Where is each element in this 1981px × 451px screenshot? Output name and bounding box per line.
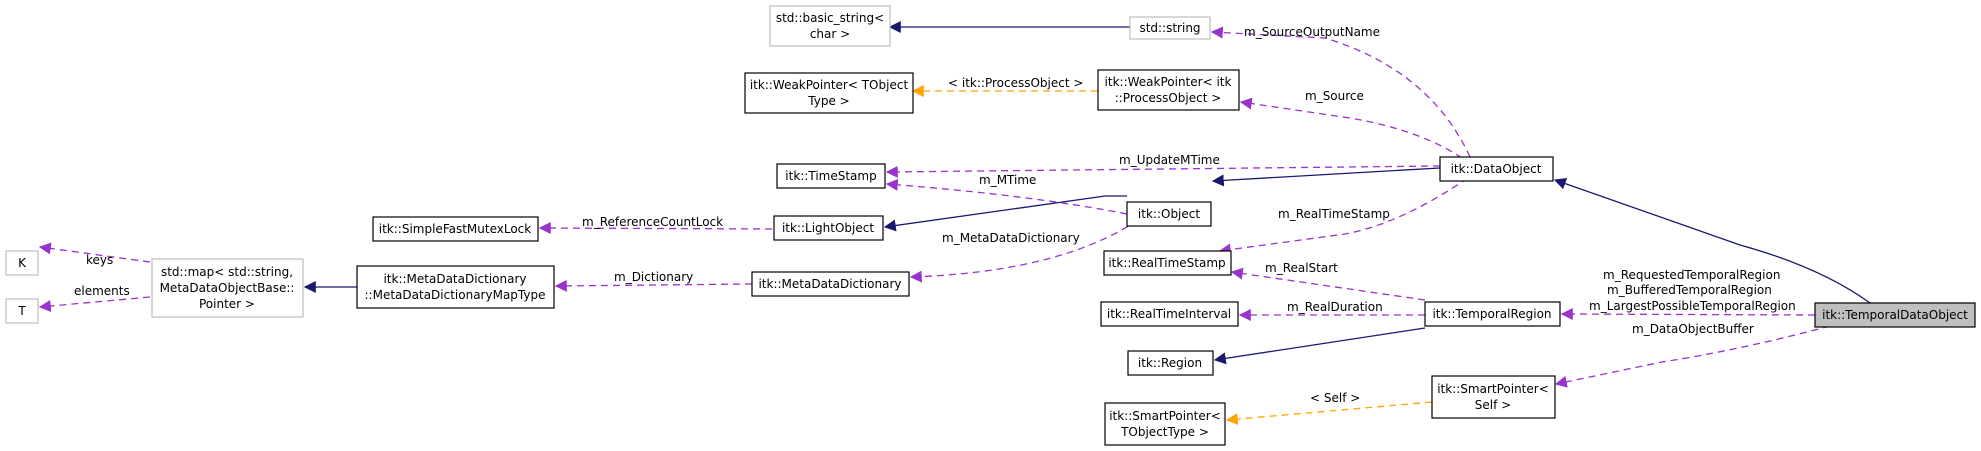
- node-weakpointer-tobjecttype[interactable]: itk::WeakPointer< TObject Type >: [744, 72, 914, 114]
- edge-source: [1239, 97, 1463, 159]
- node-simplefastmutexlock[interactable]: itk::SimpleFastMutexLock: [372, 216, 539, 242]
- node-smartpointer-tobjecttype[interactable]: itk::SmartPointer< TObjectType >: [1104, 402, 1226, 446]
- svg-text:Type >: Type >: [807, 94, 849, 108]
- svg-text:std::string: std::string: [1139, 21, 1200, 35]
- edge-dataobject-to-object: [1211, 167, 1441, 187]
- svg-text:char >: char >: [810, 27, 850, 41]
- edge-temporalregion-to-region: [1213, 327, 1426, 365]
- svg-text:itk::LightObject: itk::LightObject: [782, 221, 874, 235]
- nodes: std::basic_string< char > std::string it…: [5, 5, 1976, 446]
- svg-text:Pointer >: Pointer >: [199, 297, 255, 311]
- label-m-metadatadictionary: m_MetaDataDictionary: [942, 231, 1080, 245]
- node-std-basic-string[interactable]: std::basic_string< char >: [769, 5, 891, 47]
- edge-temporalregion-members: [1560, 308, 1816, 321]
- edge-object-to-lightobject: [883, 195, 1127, 232]
- svg-text:itk::TimeStamp: itk::TimeStamp: [785, 169, 876, 183]
- node-t[interactable]: T: [5, 298, 39, 324]
- label-self-template: < Self >: [1310, 391, 1360, 405]
- svg-text:itk::Object: itk::Object: [1138, 207, 1200, 221]
- node-smartpointer-self[interactable]: itk::SmartPointer< Self >: [1431, 375, 1556, 419]
- label-m-sourceoutputname: m_SourceOutputName: [1244, 25, 1380, 39]
- node-metadatadictionarymaptype[interactable]: itk::MetaDataDictionary ::MetaDataDictio…: [356, 265, 555, 309]
- label-m-largestpossibletemporalregion: m_LargestPossibleTemporalRegion: [1589, 299, 1796, 313]
- edges: [38, 21, 1871, 426]
- svg-text:::MetaDataDictionaryMapType: ::MetaDataDictionaryMapType: [365, 288, 546, 302]
- node-timestamp[interactable]: itk::TimeStamp: [776, 163, 886, 189]
- svg-text:itk::SmartPointer<: itk::SmartPointer<: [1437, 382, 1549, 396]
- label-elements: elements: [74, 284, 130, 298]
- svg-text:itk::SmartPointer<: itk::SmartPointer<: [1109, 409, 1221, 423]
- svg-text:itk::RealTimeInterval: itk::RealTimeInterval: [1107, 307, 1231, 321]
- edge-updatemtime: [885, 165, 1441, 178]
- svg-text:::ProcessObject >: ::ProcessObject >: [1115, 91, 1222, 105]
- label-m-dataobjectbuffer: m_DataObjectBuffer: [1632, 322, 1754, 336]
- svg-text:itk::WeakPointer< itk: itk::WeakPointer< itk: [1105, 75, 1232, 89]
- label-m-realtimestamp: m_RealTimeStamp: [1278, 207, 1390, 221]
- svg-text:itk::Region: itk::Region: [1138, 356, 1202, 370]
- svg-text:T: T: [17, 304, 26, 318]
- svg-text:itk::SimpleFastMutexLock: itk::SimpleFastMutexLock: [379, 222, 532, 236]
- node-lightobject[interactable]: itk::LightObject: [773, 215, 884, 241]
- edge-keys: [38, 242, 151, 263]
- label-m-requestedtemporalregion: m_RequestedTemporalRegion: [1603, 268, 1780, 282]
- edge-elements: [38, 296, 151, 312]
- node-realtimestamp[interactable]: itk::RealTimeStamp: [1103, 250, 1232, 276]
- edge-sourceoutputname: [1210, 26, 1471, 158]
- svg-text:itk::DataObject: itk::DataObject: [1451, 162, 1542, 176]
- svg-text:MetaDataObjectBase::: MetaDataObjectBase::: [160, 281, 295, 295]
- node-weakpointer-processobject[interactable]: itk::WeakPointer< itk ::ProcessObject >: [1097, 69, 1240, 111]
- edge-mtime: [885, 178, 1128, 215]
- node-dataobject[interactable]: itk::DataObject: [1439, 156, 1554, 182]
- edge-realstart: [1230, 267, 1426, 301]
- label-m-mtime: m_MTime: [979, 173, 1036, 187]
- svg-text:itk::TemporalRegion: itk::TemporalRegion: [1432, 307, 1551, 321]
- svg-text:itk::RealTimeStamp: itk::RealTimeStamp: [1108, 256, 1225, 270]
- label-m-referencecountlock: m_ReferenceCountLock: [582, 215, 723, 229]
- node-realtimeinterval[interactable]: itk::RealTimeInterval: [1100, 301, 1239, 327]
- svg-text:itk::WeakPointer< TObject: itk::WeakPointer< TObject: [750, 78, 909, 92]
- node-region[interactable]: itk::Region: [1127, 350, 1214, 376]
- label-m-realstart: m_RealStart: [1265, 261, 1338, 275]
- node-object[interactable]: itk::Object: [1126, 201, 1212, 227]
- node-std-map[interactable]: std::map< std::string, MetaDataObjectBas…: [151, 258, 304, 318]
- edge-labels: m_SourceOutputName < itk::ProcessObject …: [74, 25, 1796, 405]
- edge-referencecountlock: [538, 222, 773, 235]
- edge-dataobjectbuffer: [1554, 325, 1831, 388]
- svg-text:std::basic_string<: std::basic_string<: [776, 11, 884, 25]
- edge-temporaldataobject-to-dataobject: [1553, 177, 1871, 304]
- label-m-source: m_Source: [1305, 89, 1364, 103]
- node-metadatadictionary[interactable]: itk::MetaDataDictionary: [751, 271, 910, 297]
- label-keys: keys: [86, 253, 113, 267]
- label-m-realduration: m_RealDuration: [1287, 300, 1383, 314]
- svg-text:itk::TemporalDataObject: itk::TemporalDataObject: [1822, 308, 1968, 322]
- label-m-updatemtime: m_UpdateMTime: [1119, 153, 1220, 167]
- svg-text:Self >: Self >: [1475, 398, 1511, 412]
- label-weak-template: < itk::ProcessObject >: [948, 76, 1083, 90]
- edge-dictionary: [554, 279, 753, 292]
- label-m-bufferedtemporalregion: m_BufferedTemporalRegion: [1607, 283, 1772, 297]
- svg-text:itk::MetaDataDictionary: itk::MetaDataDictionary: [383, 272, 526, 286]
- svg-text:std::map< std::string,: std::map< std::string,: [161, 265, 293, 279]
- node-temporalregion[interactable]: itk::TemporalRegion: [1424, 301, 1561, 327]
- svg-text:itk::MetaDataDictionary: itk::MetaDataDictionary: [758, 277, 901, 291]
- edge-smartptr-self-to-smartptr-tobject: [1225, 401, 1433, 426]
- node-temporaldataobject[interactable]: itk::TemporalDataObject: [1814, 302, 1976, 328]
- label-m-dictionary: m_Dictionary: [614, 270, 693, 284]
- node-std-string[interactable]: std::string: [1129, 16, 1211, 40]
- node-k[interactable]: K: [5, 250, 39, 276]
- svg-text:K: K: [18, 256, 27, 270]
- svg-text:TObjectType >: TObjectType >: [1120, 425, 1209, 439]
